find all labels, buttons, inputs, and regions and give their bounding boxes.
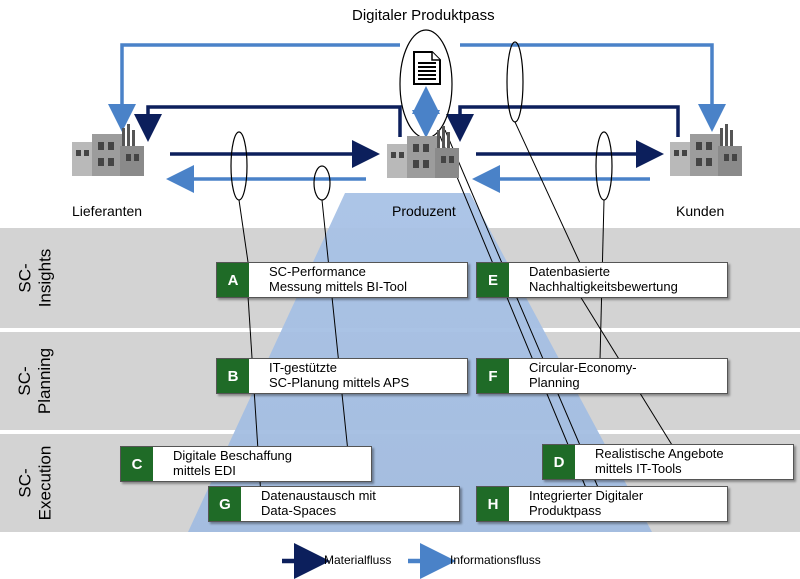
ellipse-customer-flow-e xyxy=(506,41,524,123)
info-flow-top-left xyxy=(108,43,400,132)
legend-material-label: Materialfluss xyxy=(324,553,392,567)
item-badge-c: C xyxy=(121,447,153,481)
item-badge-f: F xyxy=(477,359,509,393)
item-badge-g: G xyxy=(209,487,241,521)
item-badge-h: H xyxy=(477,487,509,521)
actor-label-customer: Kunden xyxy=(676,203,725,219)
item-text-a: SC-Performance Messung mittels BI-Tool xyxy=(269,264,407,294)
item-badge-b: B xyxy=(217,359,249,393)
ellipse-customer-flow-d xyxy=(595,131,613,201)
item-text-c: Digitale Beschaffung mittels EDI xyxy=(173,448,293,478)
item-box-h: H Integrierter Digitaler Produktpass xyxy=(476,486,728,522)
item-text-h: Integrierter Digitaler Produktpass xyxy=(529,488,644,518)
item-box-d: D Realistische Angebote mittels IT-Tools xyxy=(542,444,794,480)
connector-e xyxy=(514,121,581,264)
document-icon xyxy=(413,51,441,85)
connector-g xyxy=(444,129,601,493)
item-text-d: Realistische Angebote mittels IT-Tools xyxy=(595,446,724,476)
item-badge-a: A xyxy=(217,263,249,297)
item-box-e: E Datenbasierte Nachhaltigkeitsbewertung xyxy=(476,262,728,298)
actor-label-producer: Produzent xyxy=(392,203,456,219)
item-box-f: F Circular-Economy- Planning xyxy=(476,358,728,394)
item-badge-e: E xyxy=(477,263,509,297)
ellipse-supplier-flow-c xyxy=(313,165,331,201)
actor-label-supplier: Lieferanten xyxy=(72,203,143,219)
item-badge-d: D xyxy=(543,445,575,479)
material-flow-top-right xyxy=(446,105,680,142)
legend-information-label: Informationsfluss xyxy=(450,553,541,567)
ellipse-supplier-flow-a xyxy=(230,131,248,201)
item-text-e: Datenbasierte Nachhaltigkeitsbewertung xyxy=(529,264,678,294)
diagram-title: Digitaler Produktpass xyxy=(352,7,495,24)
item-box-b: B IT-gestützte SC-Planung mittels APS xyxy=(216,358,468,394)
item-box-g: G Datenaustausch mit Data-Spaces xyxy=(208,486,460,522)
factory-icon-customer xyxy=(670,124,742,176)
info-flow-top-right xyxy=(460,43,726,132)
connector-a xyxy=(238,199,249,263)
item-text-f: Circular-Economy- Planning xyxy=(529,360,637,390)
factory-icon-supplier xyxy=(72,124,144,176)
item-text-g: Datenaustausch mit Data-Spaces xyxy=(261,488,376,518)
connector-c xyxy=(321,199,349,453)
factory-icon-producer xyxy=(387,126,459,178)
item-box-c: C Digitale Beschaffung mittels EDI xyxy=(120,446,372,482)
material-flow-top-left xyxy=(134,105,402,142)
connector-h xyxy=(439,135,587,489)
item-box-a: A SC-Performance Messung mittels BI-Tool xyxy=(216,262,468,298)
item-text-b: IT-gestützte SC-Planung mittels APS xyxy=(269,360,410,390)
